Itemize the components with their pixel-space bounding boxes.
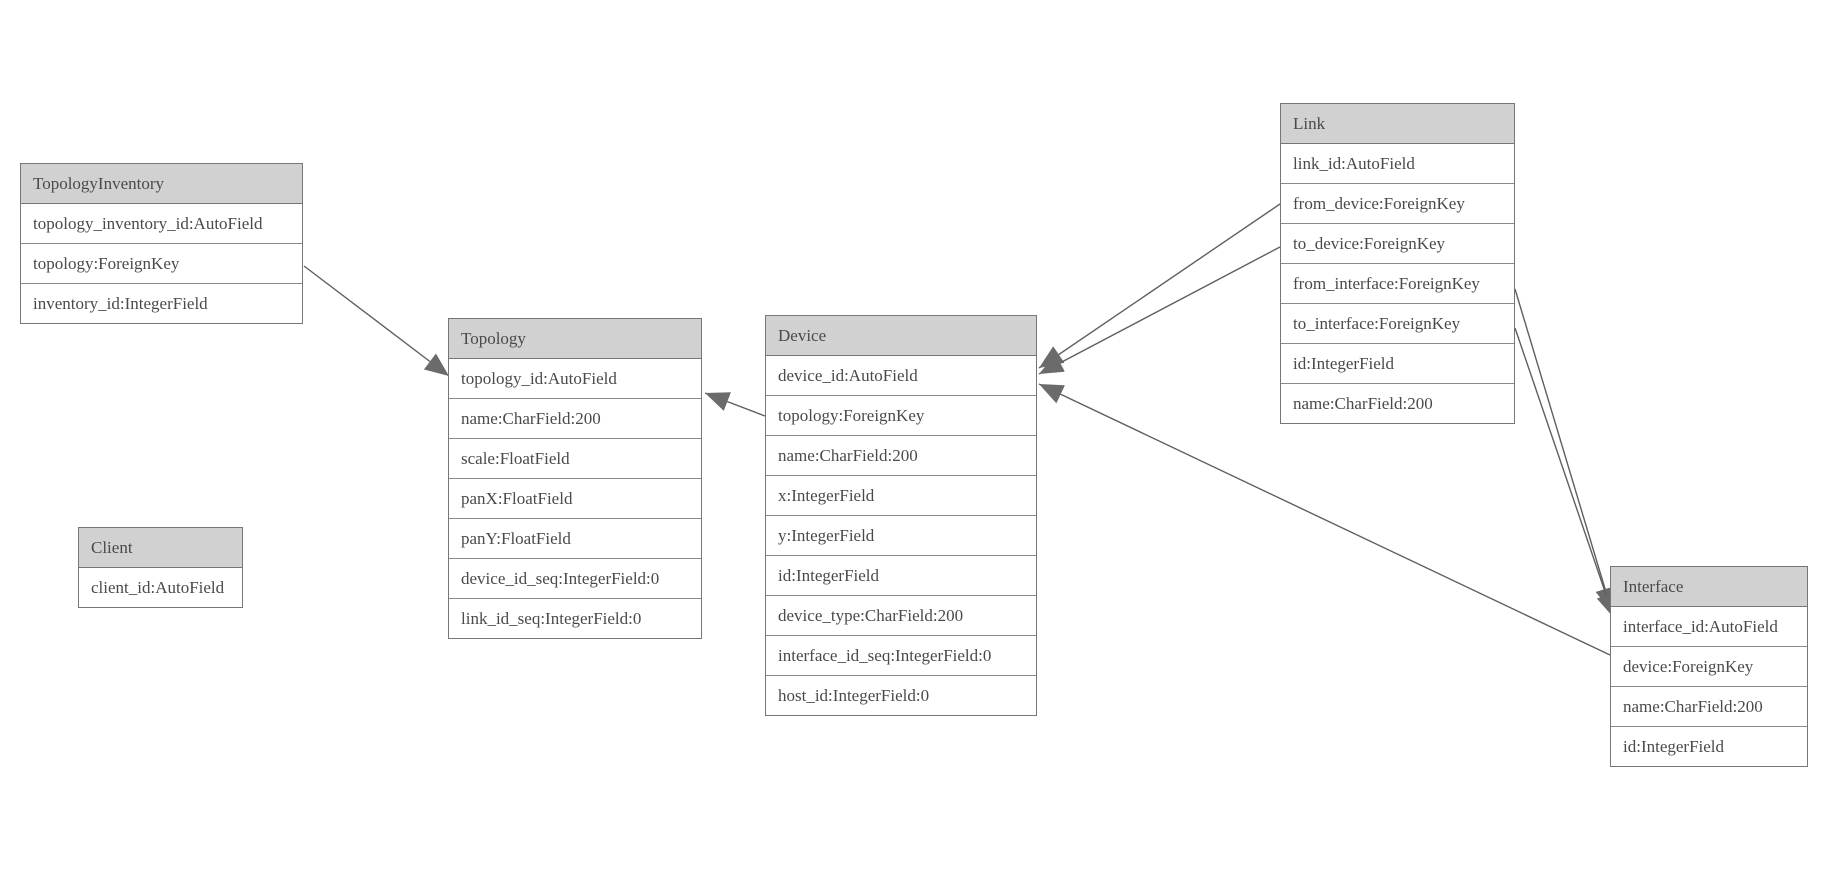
field-row: to_device:ForeignKey <box>1281 224 1514 264</box>
field-row: interface_id:AutoField <box>1611 607 1807 647</box>
entity-title: TopologyInventory <box>21 164 302 204</box>
field-row: id:IntegerField <box>766 556 1036 596</box>
entity-title: Client <box>79 528 242 568</box>
field-row: from_interface:ForeignKey <box>1281 264 1514 304</box>
field-row: link_id_seq:IntegerField:0 <box>449 599 701 638</box>
edge-link-from_device-to-device <box>1038 203 1281 369</box>
field-row: device:ForeignKey <box>1611 647 1807 687</box>
field-row: x:IntegerField <box>766 476 1036 516</box>
field-row: panY:FloatField <box>449 519 701 559</box>
edge-device-topology-to-topology <box>704 392 766 417</box>
field-row: panX:FloatField <box>449 479 701 519</box>
field-row: client_id:AutoField <box>79 568 242 607</box>
edge-interface-device-to-device <box>1038 383 1611 656</box>
field-row: to_interface:ForeignKey <box>1281 304 1514 344</box>
edge-topologyinventory-topology-to-topology <box>303 265 450 377</box>
field-row: name:CharField:200 <box>1281 384 1514 423</box>
field-row: id:IntegerField <box>1281 344 1514 384</box>
field-row: interface_id_seq:IntegerField:0 <box>766 636 1036 676</box>
field-row: topology_inventory_id:AutoField <box>21 204 302 244</box>
field-row: y:IntegerField <box>766 516 1036 556</box>
field-row: device_type:CharField:200 <box>766 596 1036 636</box>
field-row: name:CharField:200 <box>1611 687 1807 727</box>
edge-link-from_interface-to-interface <box>1514 288 1615 613</box>
field-row: topology:ForeignKey <box>766 396 1036 436</box>
edge-link-to_interface-to-interface <box>1514 327 1616 619</box>
entity-title: Topology <box>449 319 701 359</box>
field-row: device_id:AutoField <box>766 356 1036 396</box>
field-row: scale:FloatField <box>449 439 701 479</box>
field-row: device_id_seq:IntegerField:0 <box>449 559 701 599</box>
entity-title: Link <box>1281 104 1514 144</box>
field-row: link_id:AutoField <box>1281 144 1514 184</box>
field-row: name:CharField:200 <box>766 436 1036 476</box>
edge-link-to_device-to-device <box>1038 246 1281 375</box>
entity-title: Interface <box>1611 567 1807 607</box>
field-row: host_id:IntegerField:0 <box>766 676 1036 715</box>
entity-title: Device <box>766 316 1036 356</box>
field-row: name:CharField:200 <box>449 399 701 439</box>
field-row: from_device:ForeignKey <box>1281 184 1514 224</box>
field-row: inventory_id:IntegerField <box>21 284 302 323</box>
field-row: id:IntegerField <box>1611 727 1807 766</box>
field-row: topology:ForeignKey <box>21 244 302 284</box>
field-row: topology_id:AutoField <box>449 359 701 399</box>
